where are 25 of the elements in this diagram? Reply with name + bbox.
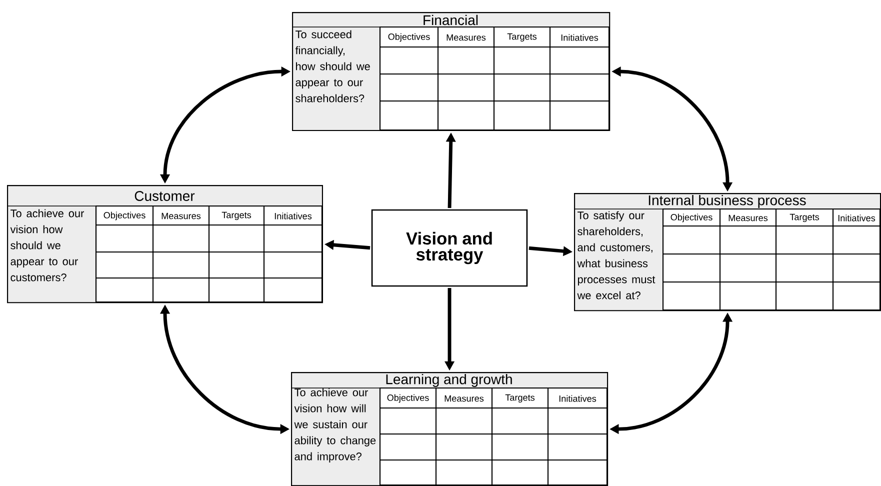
column-header: Objectives — [104, 212, 146, 220]
panel-title: Internal business process — [648, 194, 806, 208]
panel-title: Financial — [424, 14, 478, 26]
column-header: Objectives — [387, 394, 429, 403]
column-header: Initiatives — [559, 395, 596, 402]
column-header: Measures — [446, 34, 486, 41]
column-header: Objectives — [670, 214, 712, 222]
column-header: Targets — [505, 394, 535, 403]
question-text: To satisfy our shareholders, and customers, what business processes must we excel at? — [577, 211, 656, 300]
column-header: Objectives — [388, 33, 430, 42]
question-text: To achieve our vision how will we sustain our ability to change and improve? — [294, 388, 376, 462]
column-header: Initiatives — [274, 212, 312, 220]
panel-title: Customer — [134, 191, 195, 201]
column-header: Targets — [790, 214, 820, 222]
vision-box: Vision and strategy — [371, 209, 528, 287]
question-text: To succeed financially, how should we appear to our shareholders? — [295, 30, 370, 102]
question-text: To achieve our vision how should we appear to our customers? — [10, 209, 84, 282]
column-header: Initiatives — [838, 214, 876, 222]
column-header: Initiatives — [561, 34, 598, 41]
column-header: Measures — [162, 212, 201, 220]
panel-title: Learning and growth — [386, 374, 512, 388]
column-header: Measures — [444, 395, 484, 402]
column-header: Measures — [728, 214, 768, 222]
column-header: Targets — [507, 33, 537, 42]
column-header: Targets — [222, 212, 252, 220]
